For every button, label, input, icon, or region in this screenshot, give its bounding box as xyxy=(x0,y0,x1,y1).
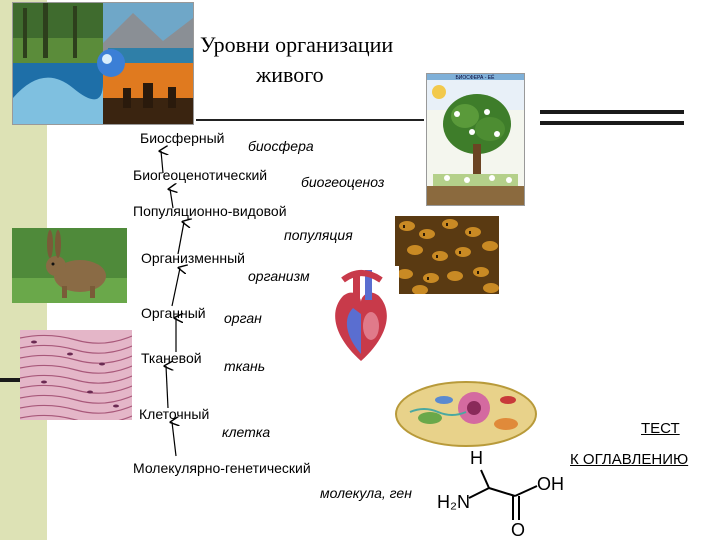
level-term-molecular: молекула, ген xyxy=(320,485,412,501)
level-label-organism: Организменный xyxy=(141,250,245,266)
arrow-4 xyxy=(172,268,180,306)
level-label-molecular: Молекулярно-генетический xyxy=(133,460,311,476)
level-label-biogeocenotic: Биогеоценотический xyxy=(133,167,267,183)
level-label-tissue: Тканевой xyxy=(141,350,202,366)
level-label-cellular: Клеточный xyxy=(139,406,209,422)
level-term-biogeocenotic: биогеоценоз xyxy=(301,174,384,190)
test-link[interactable]: ТЕСТ xyxy=(641,420,680,437)
level-term-biosphere: биосфера xyxy=(248,138,314,154)
toc-link[interactable]: К ОГЛАВЛЕНИЮ xyxy=(570,451,688,468)
level-term-tissue: ткань xyxy=(224,358,265,374)
level-term-organ: орган xyxy=(224,310,262,326)
arrow-6 xyxy=(166,366,168,408)
level-term-organism: организм xyxy=(248,268,310,284)
level-label-biosphere: Биосферный xyxy=(140,130,225,146)
level-term-cellular: клетка xyxy=(222,424,270,440)
level-label-population: Популяционно-видовой xyxy=(133,203,287,219)
arrow-7 xyxy=(172,422,176,456)
level-term-population: популяция xyxy=(284,227,353,243)
level-label-organ: Органный xyxy=(141,305,206,321)
